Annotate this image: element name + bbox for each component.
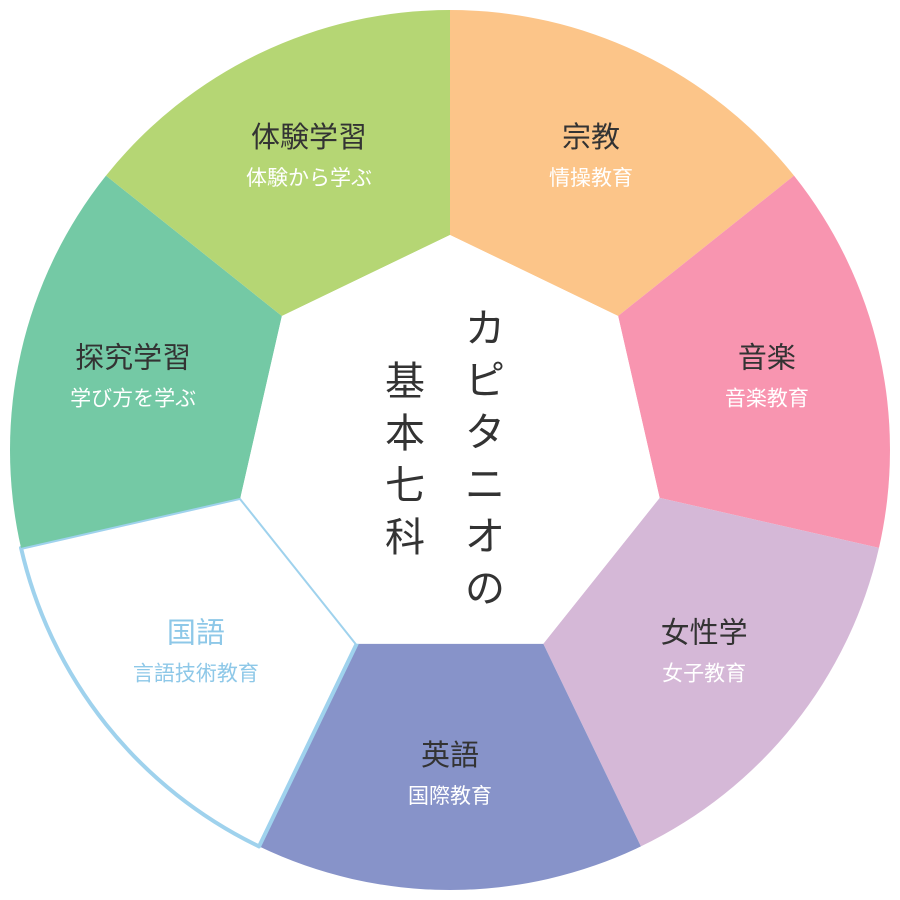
segment-7: [105, 9, 451, 316]
segment-5-subtitle: 言語技術教育: [133, 662, 259, 686]
segment-6-title: 探究学習: [75, 341, 191, 375]
segment-6: [9, 175, 282, 548]
center-title-column-left: 基本七科: [385, 359, 425, 561]
segment-1: [450, 10, 795, 316]
segment-1-title: 宗教: [562, 120, 620, 154]
segment-7-subtitle: 体験から学ぶ: [246, 166, 372, 190]
center-heptagon-shape: [240, 235, 660, 644]
center-heptagon: カピタニオの 基本七科: [240, 235, 660, 644]
segment-1-subtitle: 情操教育: [549, 166, 633, 190]
segment-2-title: 音楽: [738, 341, 796, 375]
segment-5-title: 国語: [167, 616, 225, 650]
segment-3-title: 女性学: [661, 616, 748, 650]
segment-7-title: 体験学習: [251, 120, 367, 154]
segment-3: [543, 497, 879, 847]
segment-4-title: 英語: [421, 738, 479, 772]
segment-5: [19, 495, 359, 849]
segments-layer: [9, 9, 890, 890]
segment-4: [259, 643, 641, 890]
segment-6-subtitle: 学び方を学ぶ: [70, 387, 196, 411]
center-title-column-right: カピタニオの: [465, 306, 505, 612]
segment-2-subtitle: 音楽教育: [725, 387, 809, 411]
segment-3-subtitle: 女子教育: [662, 662, 746, 686]
segment-2: [618, 175, 890, 548]
segment-4-subtitle: 国際教育: [408, 784, 492, 808]
